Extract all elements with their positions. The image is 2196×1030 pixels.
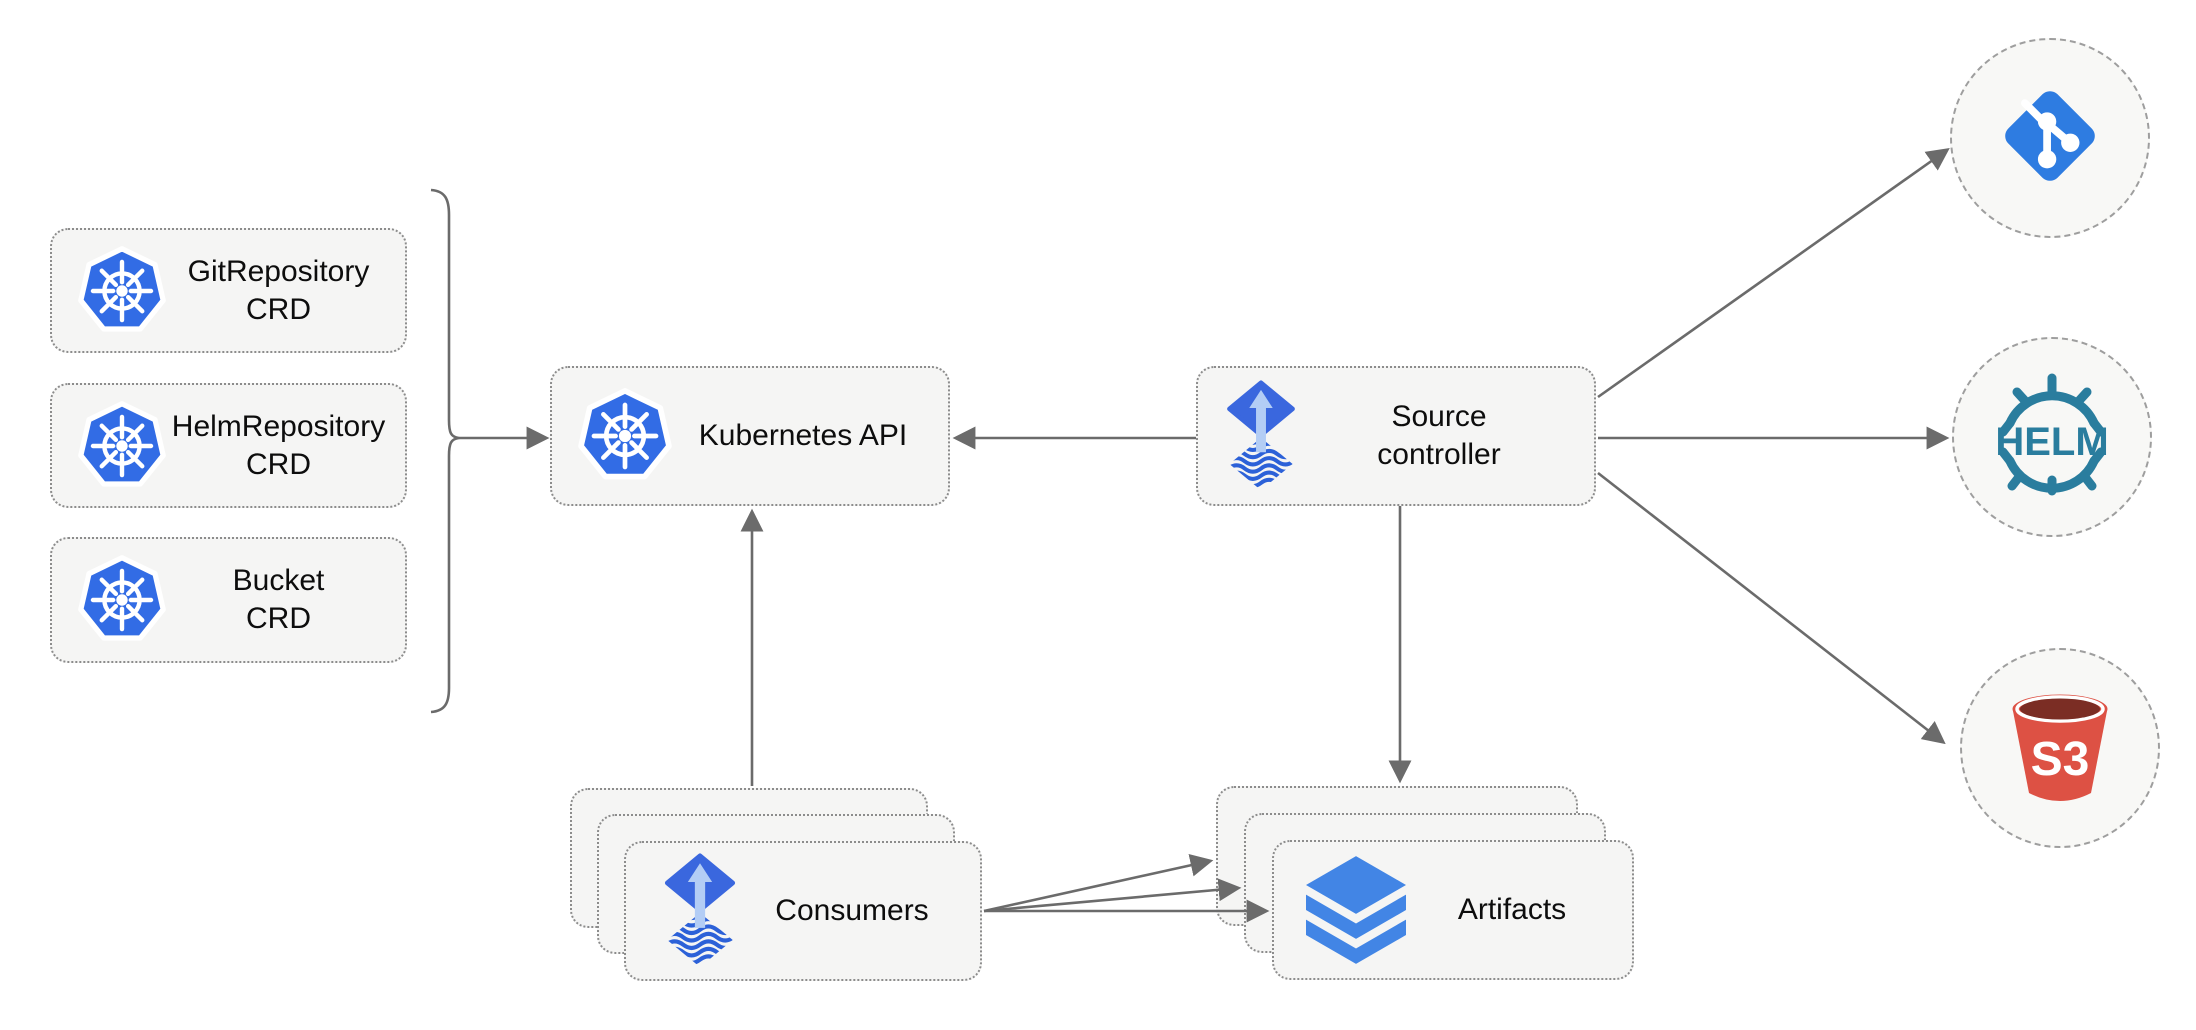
endpoint-git: [1950, 38, 2150, 238]
helm-label: HELM: [1995, 420, 2108, 464]
s3-label: S3: [2031, 733, 2090, 786]
s3-bucket-icon: S3: [2004, 685, 2116, 812]
node-label: Consumers: [775, 894, 929, 927]
kubernetes-icon: [78, 554, 166, 646]
node-bucket-crd: Bucket CRD: [50, 537, 407, 663]
node-helmrepository-crd: HelmRepository CRD: [50, 383, 407, 508]
node-label: Bucket CRD: [232, 564, 325, 635]
arrow-consumers-to-artifacts-1: [983, 854, 1214, 913]
kubernetes-icon: [578, 387, 672, 485]
node-label: Kubernetes API: [698, 419, 908, 452]
endpoint-s3: S3: [1960, 648, 2160, 848]
node-label: Artifacts: [1457, 893, 1567, 926]
node-kubernetes-api: Kubernetes API: [550, 366, 950, 506]
node-label: HelmRepository CRD: [171, 409, 386, 481]
arrow-source-controller-to-git: [1597, 148, 1950, 399]
node-label: GitRepository CRD: [187, 254, 370, 326]
arrow-source-controller-to-s3: [1597, 471, 1946, 745]
flux-icon: [1224, 380, 1298, 492]
node-label: Source controller: [1377, 400, 1501, 471]
node-gitrepository-crd: GitRepository CRD: [50, 228, 407, 353]
flux-icon: [662, 853, 738, 969]
layers-icon: [1306, 856, 1406, 964]
node-artifacts: Artifacts: [1272, 840, 1634, 980]
kubernetes-icon: [78, 245, 166, 337]
helm-icon: HELM: [1986, 369, 2118, 506]
node-consumers: Consumers: [624, 841, 982, 981]
git-icon: [1992, 78, 2108, 199]
arrow-consumers-to-artifacts-2: [983, 878, 1242, 913]
kubernetes-icon: [78, 400, 166, 492]
node-source-controller: Source controller: [1196, 366, 1596, 506]
crd-group-bracket: [430, 188, 460, 714]
endpoint-helm: HELM: [1952, 337, 2152, 537]
